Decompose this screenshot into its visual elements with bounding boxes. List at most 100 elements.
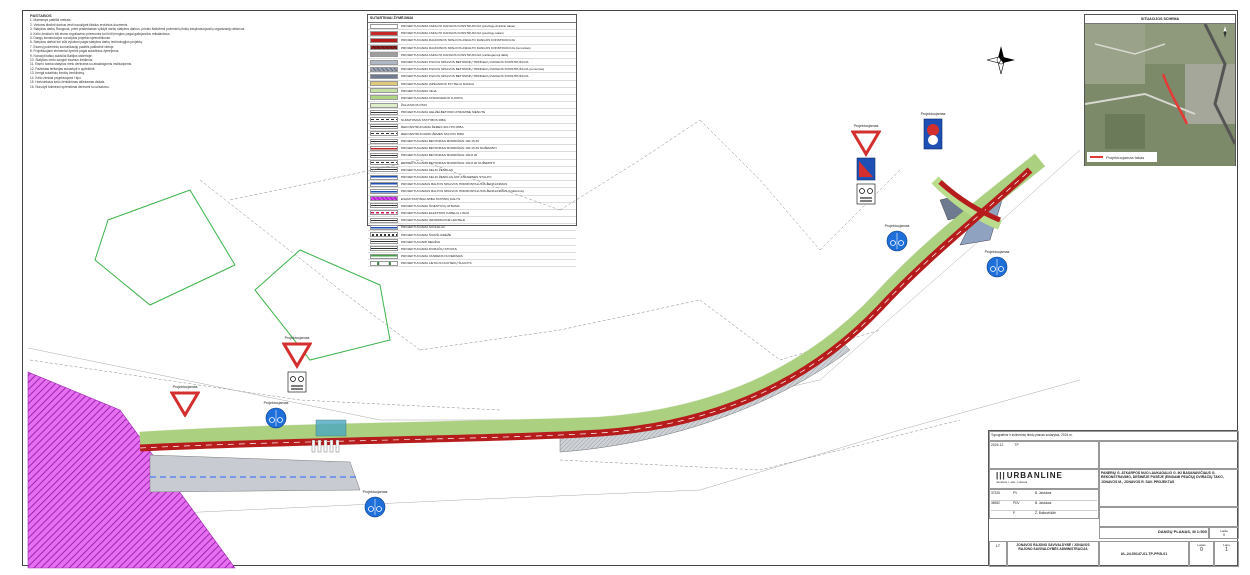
project-description: PANERIŲ G. ATKARPOS NUO LAUKAGALIO G. IK…	[1099, 469, 1239, 507]
date: 2024-12	[991, 443, 1004, 447]
yield-sign-icon	[169, 391, 201, 418]
legend-swatch	[370, 203, 398, 209]
sign-label: Projektuojamas	[884, 224, 910, 228]
title-block: Topografinis ir inžinerinių tinklų plana…	[988, 430, 1239, 567]
note-line: 5. Dangų konstrukcijos nurodytos projekt…	[30, 36, 111, 41]
legend-label: PROJEKTUOJAMA KELIO ŽENKLAS	[401, 167, 453, 172]
legend-label: NUMATOMAS STATYBOS RIBA	[401, 117, 446, 122]
legend-item: PROJEKTUOJAMA INFORMACINĖ LENTELĖ	[368, 217, 576, 225]
legend-item: PROJEKTUOJAMA PILKOS SPALVOS BETONINIŲ T…	[368, 59, 576, 67]
legend-label: REKONSTRUOJAMA ŽEMĖS SKLYPO RIBA	[401, 124, 464, 129]
sign-label: Projektuojamas	[362, 490, 388, 494]
situation-scheme: SITUACIJOS SCHEMA Projektuojamas takas	[1084, 14, 1237, 166]
legend-item: PROJEKTUOJAMA ASFALTO DANGOS KONSTRUKCIJ…	[368, 30, 576, 38]
sheets-label: Lapų	[1223, 543, 1230, 547]
legend-item: PROJEKTUOJAMAS BALTOS SPALVOS HORIZONTAL…	[368, 188, 576, 196]
legend-label: PROJEKTUOJAMA GELŽELBETONIO ATRAMINĖ SIE…	[401, 110, 486, 115]
legend-label: PROJEKTUOJAMA RAUDONOS SPALVOS ASFALTO D…	[401, 38, 515, 43]
legend-swatch	[370, 73, 398, 79]
sheet-number: 0	[1200, 547, 1203, 553]
yield-sign-icon	[850, 130, 882, 157]
top-note: Topografinis ir inžinerinių tinklų plana…	[989, 431, 1239, 441]
existing-structure	[27, 371, 236, 569]
legend-item: PROJEKTUOJAMA SUOLELIAI	[368, 224, 576, 232]
legend-item: PROJEKTUOJAMA LIETAUS NUOTEKŲ ŠULINYS	[368, 260, 576, 268]
stage-label: Laida	[1220, 529, 1228, 533]
yield-sign-icon	[281, 342, 313, 369]
legend-swatch	[370, 167, 398, 173]
company-logo-prefix: |||	[996, 471, 1006, 480]
yield-sign-3: Projektuojamas	[169, 385, 201, 422]
legend-label: PROJEKTUOJAMA DVIRAČIŲ STOVAS	[401, 246, 457, 251]
note-line: 13. Įrengti sutartinių ženklų ženklinimą…	[30, 71, 85, 76]
legend-swatch	[370, 138, 398, 144]
legend-item: REKONSTRUOJAMO ŽEMĖS SKLYPO RIBA	[368, 131, 576, 138]
note-line: 7. Esamų požeminių komunikacijų padėtis …	[30, 44, 115, 49]
legend-item: NUMATOMAS STATYBOS RIBA	[368, 116, 576, 124]
notes-lines: 1. Matmenys pateikti metrais.2. Vietoms …	[30, 18, 280, 89]
note-line: 8. Projektuojami elementai žymimi pagal …	[30, 49, 120, 54]
note-line: 2. Vietoms tikslinti darbus vesti naudoj…	[30, 22, 129, 27]
legend-title: SUTARTINIAI ŽYMĖJIMAI	[368, 15, 576, 23]
north-arrow-icon	[986, 46, 1015, 75]
legend-item: PROJEKTUOJAMI MEDŽIAI	[368, 239, 576, 246]
legend-swatch	[370, 45, 398, 51]
legend-label: PROJEKTUOJAMA ŠVIESTUVŲ ATRAMA	[401, 203, 460, 208]
legend-swatch	[370, 66, 398, 72]
legend-item: PROJEKTUOJAMA DVIRAČIŲ STOVAS	[368, 246, 576, 253]
drawing-frame	[22, 10, 1238, 566]
legend-swatch	[370, 260, 398, 266]
legend-label: PROJEKTUOJAMA VANDENS NUVEDIMAS	[401, 254, 463, 259]
legend-item: ESAMI STATINIAI ARBA STATINIŲ DALYS	[368, 196, 576, 203]
role-role: P	[1013, 511, 1016, 515]
legend-label: PROJEKTUOJAMA ASFALTO DANGOS KONSTRUKCIJ…	[401, 24, 516, 29]
legend-swatch	[370, 102, 398, 108]
legend-swatch	[370, 253, 398, 259]
legend-swatch	[370, 52, 398, 58]
parcel-lines	[29, 119, 961, 471]
legend-item: PROJEKTUOJAMAS BALTOS SPALVOS HORIZONTAL…	[368, 181, 576, 189]
legend-item: PROJEKTUOJAMA ASFALTO DANGOS KONSTRUKCIJ…	[368, 23, 576, 31]
sign-label: Projektuojamas	[284, 336, 310, 340]
legend-label: PROJEKTUOJAMA PILKOS SPALVOS BETONINIŲ T…	[401, 74, 529, 79]
bike-ped-sign-group-1: Projektuojamas	[916, 112, 950, 161]
note-line: 1. Matmenys pateikti metrais.	[30, 18, 72, 23]
legend-swatch	[370, 37, 398, 43]
legend-item: PROJEKTUOJAMA BETONINIAI BORDIŪRAI 100.8…	[368, 160, 576, 167]
legend-swatch	[370, 81, 398, 87]
legend-label: PROJEKTUOJAMA ASFALTO DANGOS KONSTRUKCIJ…	[401, 52, 509, 57]
crossing-marks	[311, 439, 340, 453]
legend-item: ŽALIASIS PLOTAS	[368, 102, 576, 110]
role-code: 36982	[991, 501, 1000, 505]
role-name: B. Jasiukas	[1035, 491, 1052, 495]
company-logo: URBANLINE	[1006, 471, 1063, 480]
legend-label: PROJEKTUOJAMAS BALTOS SPALVOS HORIZONTAL…	[401, 189, 524, 194]
legend-item: PROJEKTUOJAMA ELEKTROS KABELIŲ LINIJA	[368, 210, 576, 218]
aerial-map: Projektuojamas takas	[1084, 23, 1237, 166]
role-code	[991, 511, 1013, 518]
legend-label: ŽALIASIS PLOTAS	[401, 103, 428, 108]
legend-label: PROJEKTUOJAMA ŠIUKŠLIADĖŽĖ	[401, 232, 452, 237]
role-role: PV	[1013, 491, 1018, 495]
legend-item: PROJEKTUOJAMA VANDENS NUVEDIMAS	[368, 253, 576, 261]
legend-label: PROJEKTUOJAMA KELIO ŽENKLAS ANT ATRAMINĖ…	[401, 175, 492, 180]
note-line: 12. Pažeistas teritorijas sutvarkyti ir …	[30, 66, 96, 71]
legend-label: PROJEKTUOJAMA ASFALTO DANGOS KONSTRUKCIJ…	[401, 31, 504, 36]
legend-item: PROJEKTUOJAMA RAUDONOS SPALVOS ASFALTO D…	[368, 37, 576, 45]
legend-label: REKONSTRUOJAMO ŽEMĖS SKLYPO RIBA	[401, 131, 465, 136]
legend-swatch	[370, 117, 398, 123]
note-line: 3. Statybos darbų Rangovai, prieš pradėd…	[30, 27, 246, 32]
total-sheets: 1	[1225, 547, 1228, 553]
situation-legend-label: Projektuojamas takas	[1106, 155, 1144, 160]
legend-swatch	[370, 210, 398, 216]
legend-swatch	[370, 196, 398, 202]
legend-swatch	[370, 160, 398, 166]
legend-label: PROJEKTUOJAMA BETONINIAI BORDIŪRAI 100.8…	[401, 153, 478, 158]
note-line: 6. Statybos darbai turi būti vykdomi pag…	[30, 40, 143, 45]
legend-label: ESAMI STATINIAI ARBA STATINIŲ DALYS	[401, 196, 461, 201]
legend-item: PROJEKTUOJAMA ŠVIESTUVŲ ATRAMA	[368, 203, 576, 210]
shared-path-sign-1: Projektuojamas	[880, 224, 914, 259]
